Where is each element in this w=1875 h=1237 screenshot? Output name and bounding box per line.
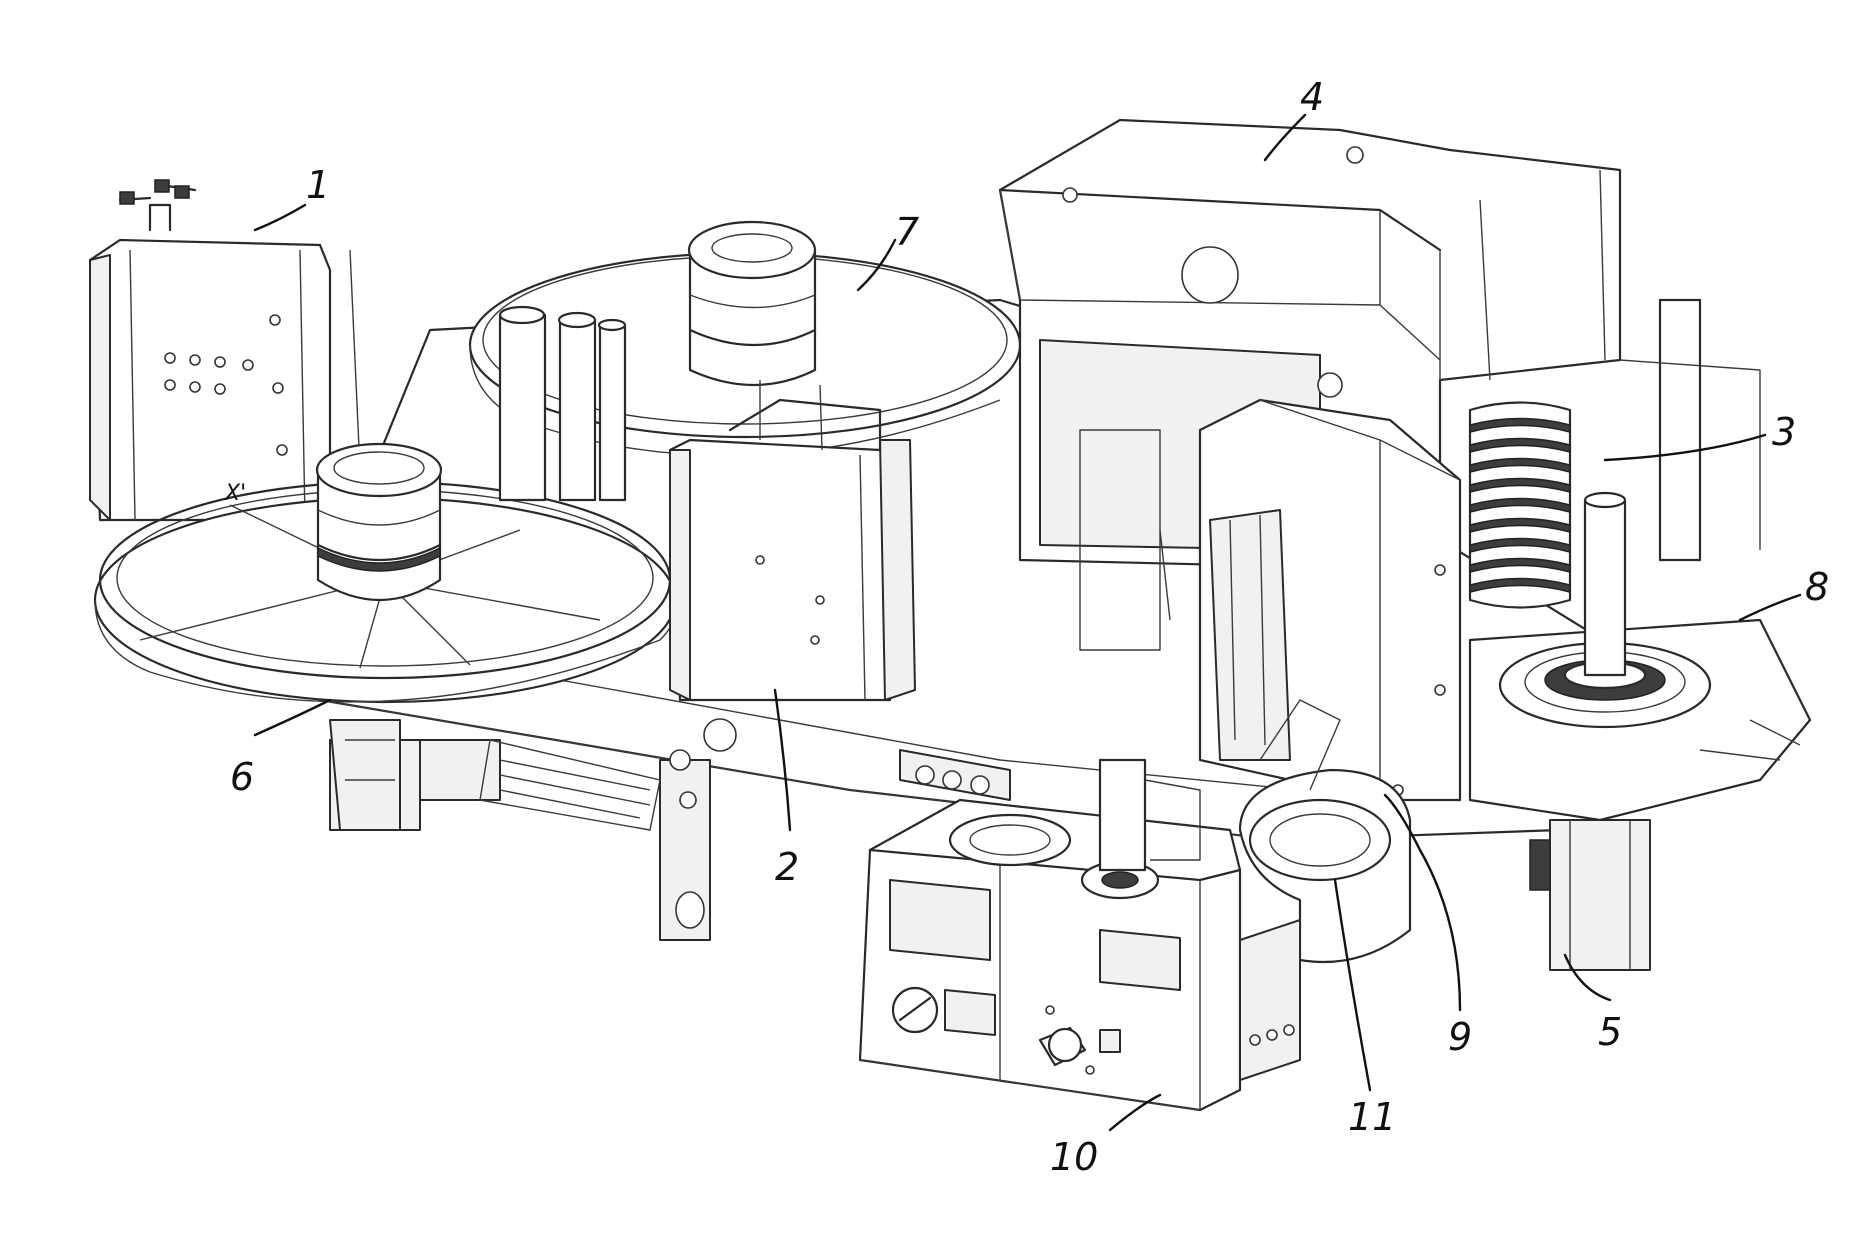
ref-numeral-1: 1	[306, 163, 330, 207]
coil-windings	[1470, 419, 1570, 593]
transfer-unit-9	[1200, 400, 1460, 800]
ref-numeral-8: 8	[1805, 565, 1829, 609]
ref-numeral-4: 4	[1300, 75, 1324, 119]
ref-numeral-2: 2	[775, 845, 799, 889]
ref-numeral-9: 9	[1448, 1015, 1472, 1059]
ref-numeral-7: 7	[895, 210, 919, 254]
coil-3	[1470, 403, 1570, 608]
ref-numeral-5: 5	[1598, 1010, 1622, 1054]
ref-numeral-11: 11	[1348, 1095, 1396, 1139]
stray-mark: X'	[224, 481, 246, 506]
ref-numeral-6: 6	[230, 755, 254, 799]
ref-numeral-3: 3	[1772, 410, 1796, 454]
ref-numeral-10: 10	[1050, 1135, 1098, 1179]
